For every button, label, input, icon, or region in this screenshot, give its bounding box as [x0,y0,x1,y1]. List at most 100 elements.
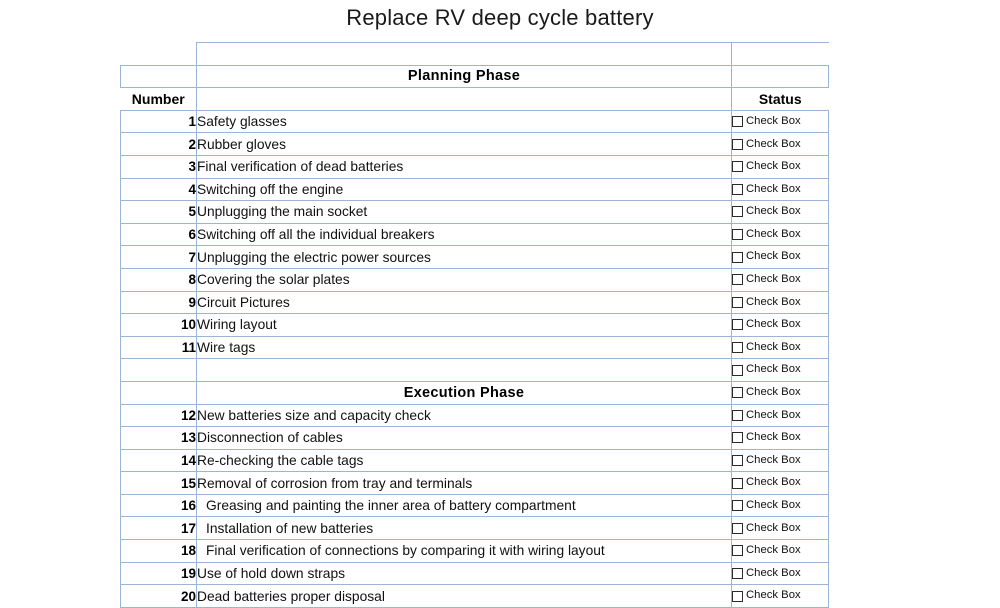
status-checkbox-control[interactable]: Check Box [732,454,828,466]
checkbox-icon[interactable] [732,387,743,399]
task-description: Final verification of dead batteries [196,154,732,179]
table-row: Planning Phase [120,64,829,89]
status-checkbox-control[interactable]: Check Box [732,364,828,376]
row-number [120,358,197,382]
row-number: 13 [120,426,197,450]
status-checkbox-control[interactable]: Check Box [732,182,828,195]
status-cell: Check Box [731,177,829,202]
status-checkbox-control[interactable]: Check Box [732,295,828,308]
status-checkbox-control[interactable]: Check Box [732,318,828,331]
checkbox-icon[interactable] [732,364,743,376]
status-checkbox-control[interactable]: Check Box [732,205,828,218]
checkbox-icon[interactable] [732,500,743,512]
row-number: 2 [120,132,197,156]
status-checkbox-control[interactable]: Check Box [732,228,828,241]
task-description: Switching off the engine [196,177,732,202]
header-band [196,42,732,66]
task-description: Re-checking the cable tags [196,448,732,473]
row-number: 9 [120,290,197,315]
task-description: Use of hold down straps [196,561,732,586]
task-description: Greasing and painting the inner area of … [196,493,732,518]
row-number: 8 [120,267,197,292]
checkbox-icon[interactable] [732,274,743,286]
status-cell: Check Box [731,493,829,518]
task-description: Wiring layout [196,313,732,337]
checkbox-icon[interactable] [732,545,743,557]
status-cell: Check Box [731,222,829,247]
checkbox-icon[interactable] [732,342,743,353]
checkbox-icon[interactable] [732,477,743,489]
status-checkbox-control[interactable]: Check Box [732,477,828,489]
row-number: 17 [120,516,197,541]
table-row [120,42,829,66]
status-cell: Check Box [731,448,829,473]
status-checkbox-control[interactable]: Check Box [732,160,828,173]
checkbox-icon[interactable] [732,251,743,263]
empty-cell [196,358,732,382]
row-number: 20 [120,584,197,608]
task-description: Rubber gloves [196,132,732,156]
checkbox-label: Check Box [746,182,801,195]
checkbox-icon[interactable] [732,454,743,466]
checkbox-icon[interactable] [732,116,743,128]
checkbox-icon[interactable] [732,296,743,308]
header-band-right [731,42,829,66]
status-cell: Check Box [731,290,829,315]
checkbox-label: Check Box [746,205,801,218]
status-checkbox-control[interactable]: Check Box [732,341,828,353]
status-checkbox-control[interactable]: Check Box [732,273,828,286]
task-description: Unplugging the main socket [196,200,732,224]
page-title: Replace RV deep cycle battery [346,5,654,30]
checkbox-label: Check Box [746,250,801,263]
checkbox-label: Check Box [746,114,801,127]
row-number: 1 [120,109,197,134]
status-checkbox-control[interactable]: Check Box [732,138,828,150]
status-checkbox-control[interactable]: Check Box [732,250,828,263]
checkbox-icon[interactable] [732,206,743,218]
checkbox-label: Check Box [746,589,801,602]
status-cell: Check Box [731,426,829,450]
checkbox-icon[interactable] [732,183,743,195]
status-cell: Check Box [731,313,829,337]
phase-heading: Execution Phase [196,380,732,405]
status-checkbox-control[interactable]: Check Box [732,544,828,557]
status-cell: Check Box [731,154,829,179]
status-cell: Check Box [731,335,829,360]
checkbox-icon[interactable] [732,409,743,421]
checkbox-icon[interactable] [732,138,743,150]
column-header-status: Status [731,87,829,111]
checkbox-label: Check Box [746,318,801,331]
checkbox-label: Check Box [746,295,801,308]
row-number: 16 [120,493,197,518]
row-number [120,42,197,66]
status-checkbox-control[interactable]: Check Box [732,409,828,421]
task-description: Installation of new batteries [196,516,732,541]
checkbox-icon[interactable] [732,229,743,241]
status-checkbox-control[interactable]: Check Box [732,499,828,512]
checkbox-icon[interactable] [732,319,743,331]
status-checkbox-control[interactable]: Check Box [732,386,828,399]
status-checkbox-control[interactable]: Check Box [732,114,828,128]
checkbox-icon[interactable] [732,567,743,579]
checkbox-icon[interactable] [732,522,743,534]
checkbox-label: Check Box [746,544,801,557]
status-checkbox-control[interactable]: Check Box [732,567,828,579]
table-row: Check Box [120,358,829,382]
status-checkbox-control[interactable]: Check Box [732,431,828,444]
phase-heading: Planning Phase [196,64,732,89]
status-checkbox-control[interactable]: Check Box [732,522,828,534]
checkbox-icon[interactable] [732,432,743,444]
checkbox-icon[interactable] [732,161,743,173]
